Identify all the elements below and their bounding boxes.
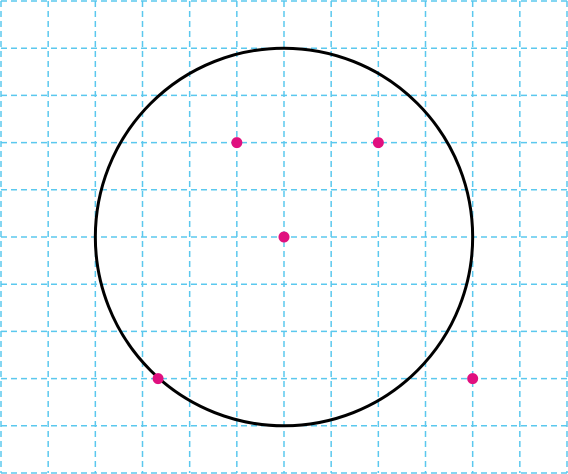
point-lower-right-outside xyxy=(467,373,479,385)
point-lower-left-on-circle xyxy=(152,373,164,385)
points-layer xyxy=(152,137,479,385)
point-upper-left xyxy=(231,137,243,149)
circle xyxy=(93,46,475,428)
circle-layer xyxy=(93,46,475,428)
point-upper-right xyxy=(372,137,384,149)
point-center xyxy=(278,231,290,243)
